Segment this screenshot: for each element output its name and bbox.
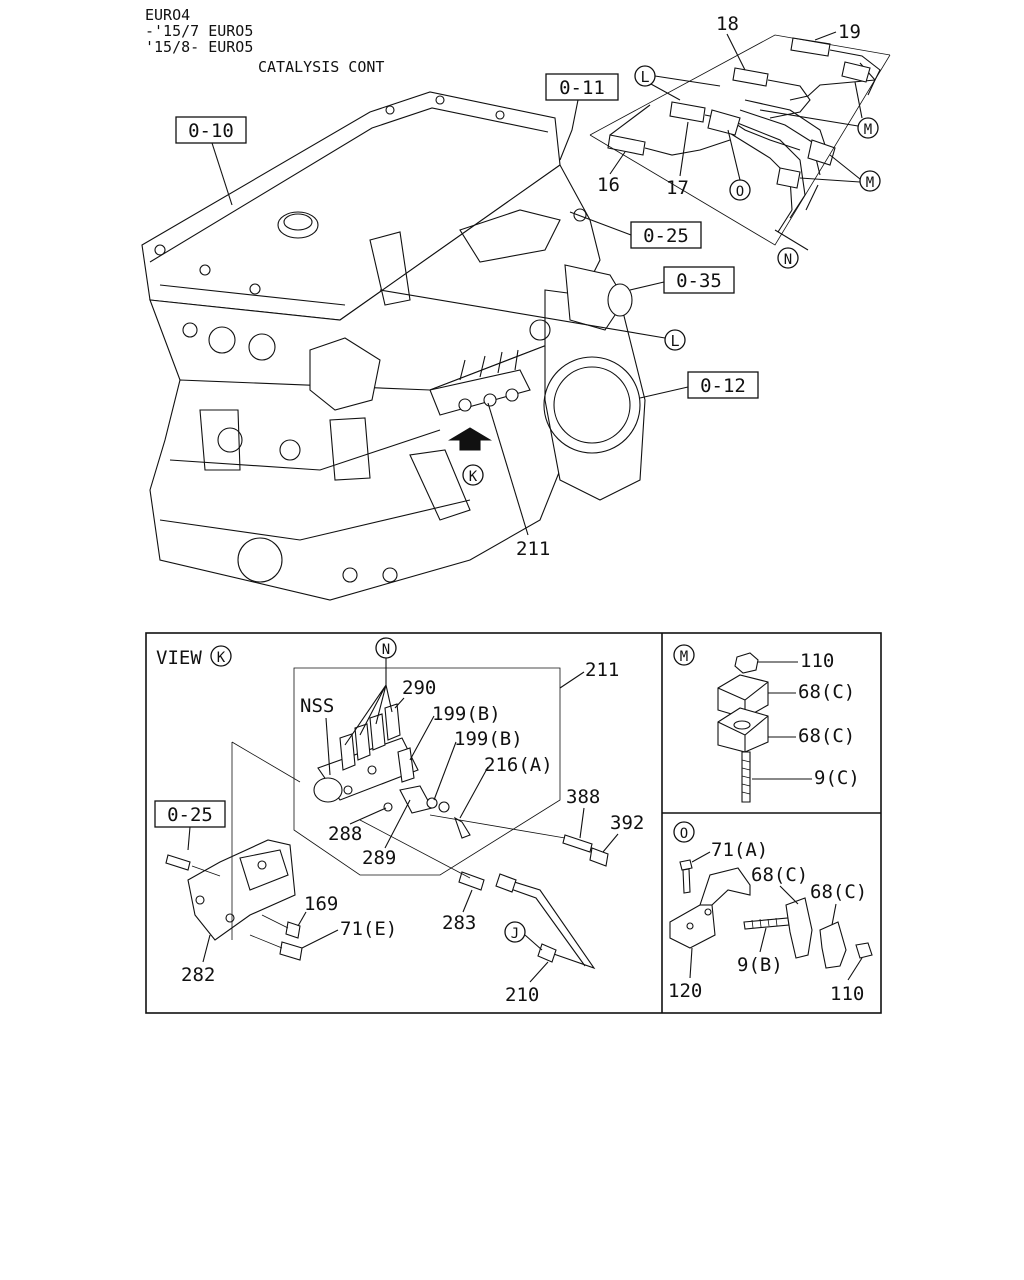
callout-211: 211 [516,538,550,560]
ref-0-11: 0-11 [559,77,605,99]
ref-0-35: 0-35 [676,270,722,292]
view-k-circle: K [217,650,226,666]
circle-N-view: N [382,642,390,658]
callout-211-view: 211 [585,659,619,681]
o-callout-68c-2: 68(C) [810,881,867,903]
callout-392: 392 [610,812,644,834]
callout-216a: 216(A) [484,754,553,776]
callout-71e: 71(E) [340,918,397,940]
circle-K: K [469,469,478,485]
o-callout-71a: 71(A) [711,839,768,861]
ref-0-12: 0-12 [700,375,746,397]
callout-210: 210 [505,984,539,1006]
view-o-panel: O 71(A) 68(C) 68(C) 9(B) 120 110 [668,821,873,1005]
header-line-2: -'15/7 EURO5 [145,22,253,40]
detail-views-frame [145,632,882,1014]
circle-O: O [736,184,744,200]
circle-J-view: J [511,926,519,942]
engine-reference-boxes: 0-11 0-10 0-25 0-35 0-12 [175,73,759,399]
circle-M-1: M [864,122,872,138]
o-callout-68c-1: 68(C) [751,864,808,886]
engine-block-drawing [141,91,646,601]
m-callout-68c-2: 68(C) [798,725,855,747]
callout-282: 282 [181,964,215,986]
header-line-3: '15/8- EURO5 [145,38,253,56]
o-callout-120: 120 [668,980,702,1002]
engine-callouts: 18 19 16 17 211 L L M M O N K [379,13,881,560]
callout-199b-1: 199(B) [432,703,501,725]
ref-0-10: 0-10 [188,120,234,142]
callout-16: 16 [597,174,620,196]
view-o-circle: O [680,826,688,842]
ref-0-25: 0-25 [643,225,689,247]
circle-M-2: M [866,175,874,191]
ref-0-25-view: 0-25 [167,804,213,826]
view-m-panel: M 110 68(C) 68(C) 9(C) [673,644,860,803]
header-line-1: EURO4 [145,6,190,24]
m-callout-110: 110 [800,650,834,672]
header-line-4: CATALYSIS CONT [258,58,384,76]
circle-L-top: L [640,68,649,86]
o-callout-110: 110 [830,983,864,1005]
circle-N: N [784,252,792,268]
callout-18: 18 [716,13,739,35]
o-callout-9b: 9(B) [737,954,783,976]
view-k-title: VIEW [156,647,202,669]
callout-19: 19 [838,21,861,43]
view-k-panel: VIEW K 211 [154,637,644,1006]
view-m-circle: M [680,649,688,665]
callout-283: 283 [442,912,476,934]
callout-288: 288 [328,823,362,845]
callout-388: 388 [566,786,600,808]
callout-199b-2: 199(B) [454,728,523,750]
m-callout-68c-1: 68(C) [798,681,855,703]
callout-289: 289 [362,847,396,869]
callout-169: 169 [304,893,338,915]
header-notes: EURO4 -'15/7 EURO5 '15/8- EURO5 CATALYSI… [145,6,384,76]
circle-L-mid: L [670,332,679,350]
callout-17: 17 [666,177,689,199]
label-nss: NSS [300,695,334,717]
m-callout-9c: 9(C) [814,767,860,789]
exhaust-temp-sensors [589,34,891,251]
callout-290: 290 [402,677,436,699]
